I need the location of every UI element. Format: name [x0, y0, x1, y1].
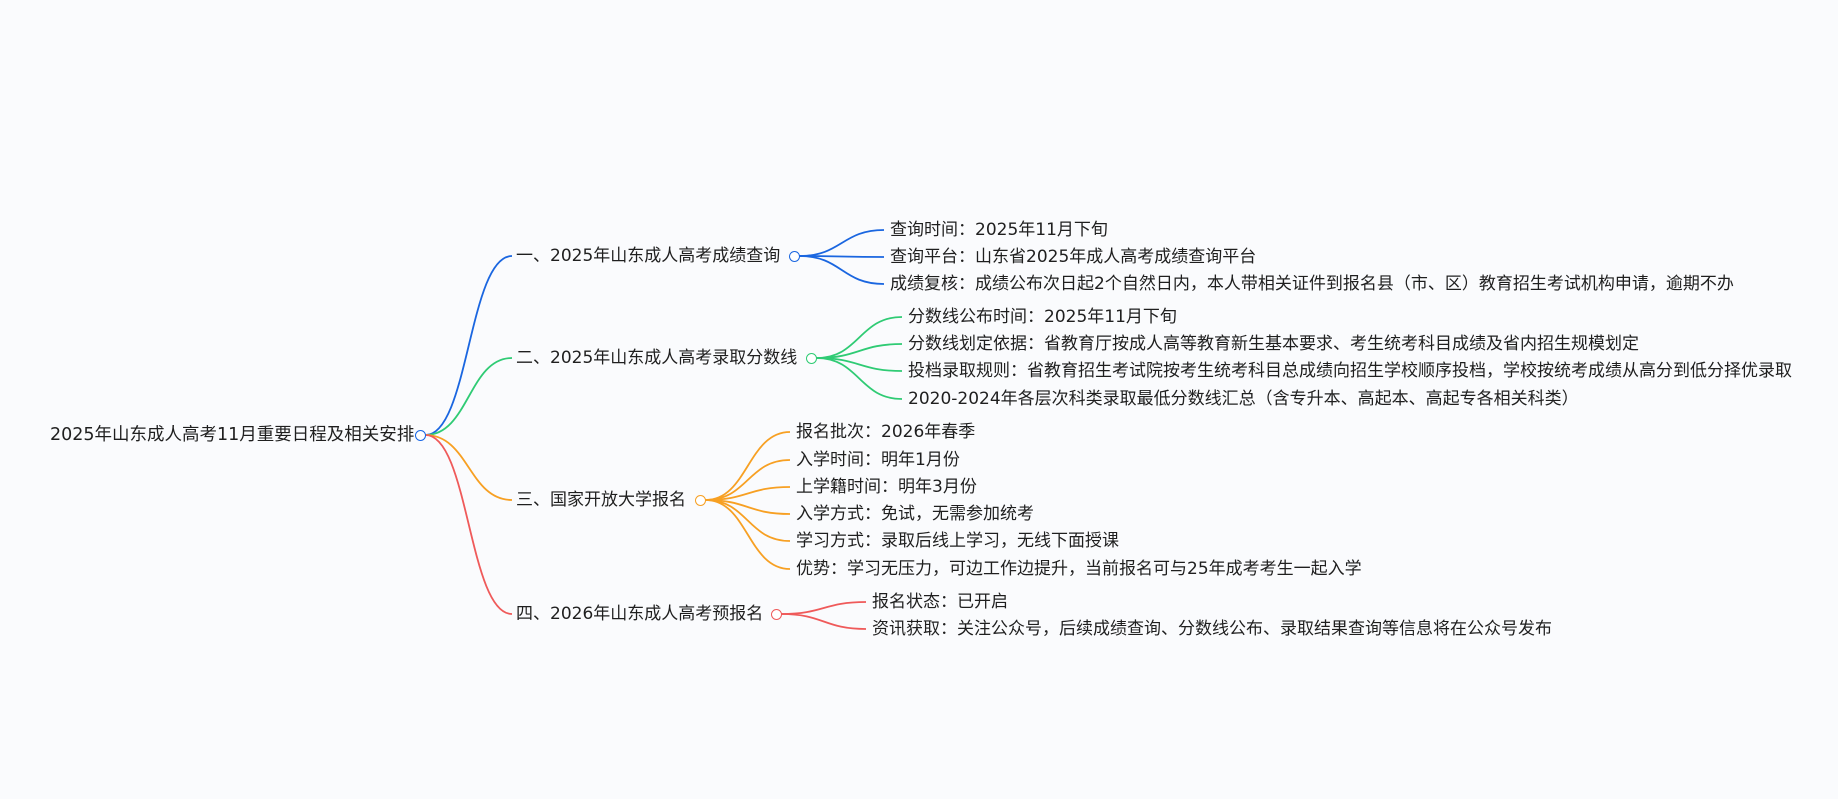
- branch-3-child-1-link: [705, 431, 791, 501]
- leaf-enroll-time[interactable]: 入学时间：明年1月份: [796, 450, 960, 470]
- leaf-query-time[interactable]: 查询时间：2025年11月下旬: [890, 220, 1108, 240]
- branch-score-query-toggle[interactable]: [788, 250, 800, 262]
- leaf-info-source[interactable]: 资讯获取：关注公众号，后续成绩查询、分数线公布、录取结果查询等信息将在公众号发布: [872, 619, 1552, 639]
- leaf-cutoff-summary[interactable]: 2020-2024年各层次科类录取最低分数线汇总（含专升本、高起本、高起专各相关…: [908, 389, 1579, 409]
- root-toggle[interactable]: [414, 429, 426, 441]
- branch-2-child-4-link: [816, 357, 903, 400]
- branch-cutoff-score[interactable]: 二、2025年山东成人高考录取分数线: [516, 348, 798, 368]
- leaf-cutoff-publish-time[interactable]: 分数线公布时间：2025年11月下旬: [908, 307, 1177, 327]
- root-to-branch-4-link: [425, 434, 513, 615]
- leaf-registration-time[interactable]: 上学籍时间：明年3月份: [796, 477, 977, 497]
- branch-pre-registration-toggle[interactable]: [770, 608, 782, 620]
- branch-1-child-1-link: [799, 229, 885, 257]
- leaf-registration-status[interactable]: 报名状态：已开启: [872, 592, 1008, 612]
- branch-3-child-2-link: [705, 459, 791, 501]
- branch-pre-registration[interactable]: 四、2026年山东成人高考预报名: [516, 604, 764, 624]
- leaf-advantage[interactable]: 优势：学习无压力，可边工作边提升，当前报名可与25年成考考生一起入学: [796, 559, 1362, 579]
- branch-open-university-toggle[interactable]: [694, 494, 706, 506]
- leaf-score-review[interactable]: 成绩复核：成绩公布次日起2个自然日内，本人带相关证件到报名县（市、区）教育招生考…: [890, 274, 1734, 294]
- branch-2-child-1-link: [816, 316, 903, 359]
- branch-4-child-2-link: [781, 613, 867, 630]
- leaf-study-method[interactable]: 学习方式：录取后线上学习，无线下面授课: [796, 531, 1119, 551]
- branch-cutoff-score-toggle[interactable]: [805, 352, 817, 364]
- leaf-enroll-method[interactable]: 入学方式：免试，无需参加统考: [796, 504, 1034, 524]
- leaf-admission-rule[interactable]: 投档录取规则：省教育招生考试院按考生统考科目总成绩向招生学校顺序投档，学校按统考…: [908, 361, 1792, 381]
- leaf-cutoff-basis[interactable]: 分数线划定依据：省教育厅按成人高等教育新生基本要求、考生统考科目成绩及省内招生规…: [908, 334, 1639, 354]
- branch-score-query[interactable]: 一、2025年山东成人高考成绩查询: [516, 246, 781, 266]
- branch-4-child-1-link: [781, 601, 867, 615]
- root-to-branch-3-link: [425, 434, 513, 501]
- root-node[interactable]: 2025年山东成人高考11月重要日程及相关安排: [50, 425, 415, 445]
- leaf-query-platform[interactable]: 查询平台：山东省2025年成人高考成绩查询平台: [890, 247, 1257, 267]
- leaf-enroll-batch[interactable]: 报名批次：2026年春季: [796, 422, 976, 442]
- root-to-branch-2-link: [425, 357, 513, 436]
- root-to-branch-1-link: [425, 255, 513, 436]
- branch-3-child-6-link: [705, 499, 791, 570]
- branch-open-university[interactable]: 三、国家开放大学报名: [516, 490, 686, 510]
- branch-1-child-3-link: [799, 255, 885, 285]
